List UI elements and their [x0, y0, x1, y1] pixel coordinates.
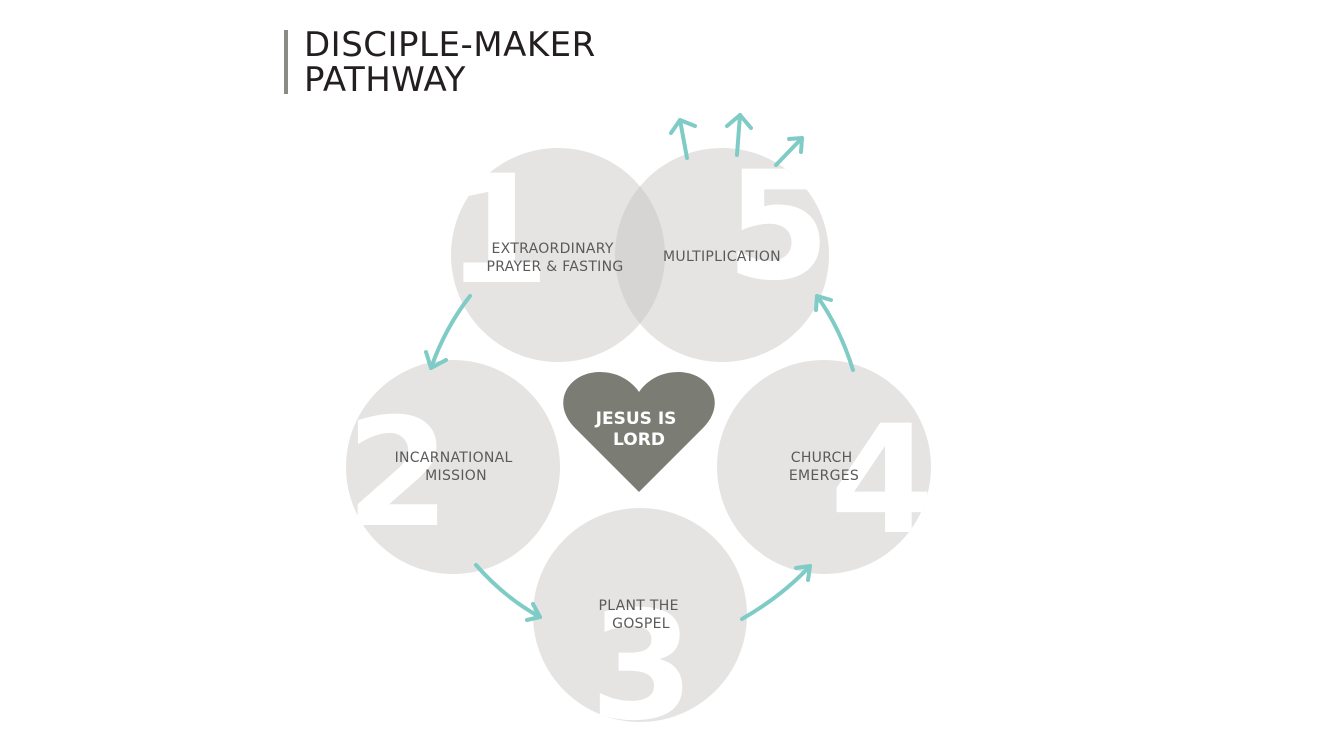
title-accent-bar [284, 30, 288, 94]
stage-2-label: INCARNATIONAL MISSION [395, 450, 518, 484]
title-line-2: PATHWAY [304, 60, 466, 100]
arrow-3-to-4 [740, 564, 812, 621]
title-line-1: DISCIPLE-MAKER [304, 25, 596, 65]
arrow-4-to-5 [814, 294, 855, 372]
arrow-2-to-3 [474, 563, 542, 622]
stage-2-circle [346, 360, 560, 574]
stage-4-circle [717, 360, 931, 574]
multiply-arrow-middle [725, 113, 753, 157]
stage-5-number: 5 [726, 140, 830, 314]
page-title: DISCIPLE-MAKER PATHWAY [304, 28, 596, 98]
stage-5-circle [615, 148, 829, 362]
center-label: JESUS IS LORD [595, 409, 683, 450]
stage-5-label: MULTIPLICATION [663, 249, 781, 265]
stage-4-label: CHURCH EMERGES [789, 450, 859, 484]
heart-icon [563, 372, 715, 492]
stage-1-label: EXTRAORDINARY PRAYER & FASTING [486, 241, 623, 275]
multiply-arrow-right [774, 136, 804, 167]
arrow-1-to-2 [424, 294, 472, 370]
stage-3-number: 3 [590, 580, 694, 754]
stage-3-label: PLANT THE GOSPEL [598, 598, 683, 632]
stage-3-circle [533, 508, 747, 722]
stage-1-number: 1 [446, 144, 550, 318]
multiply-arrow-left [669, 118, 697, 160]
stage-1-circle [451, 148, 665, 362]
